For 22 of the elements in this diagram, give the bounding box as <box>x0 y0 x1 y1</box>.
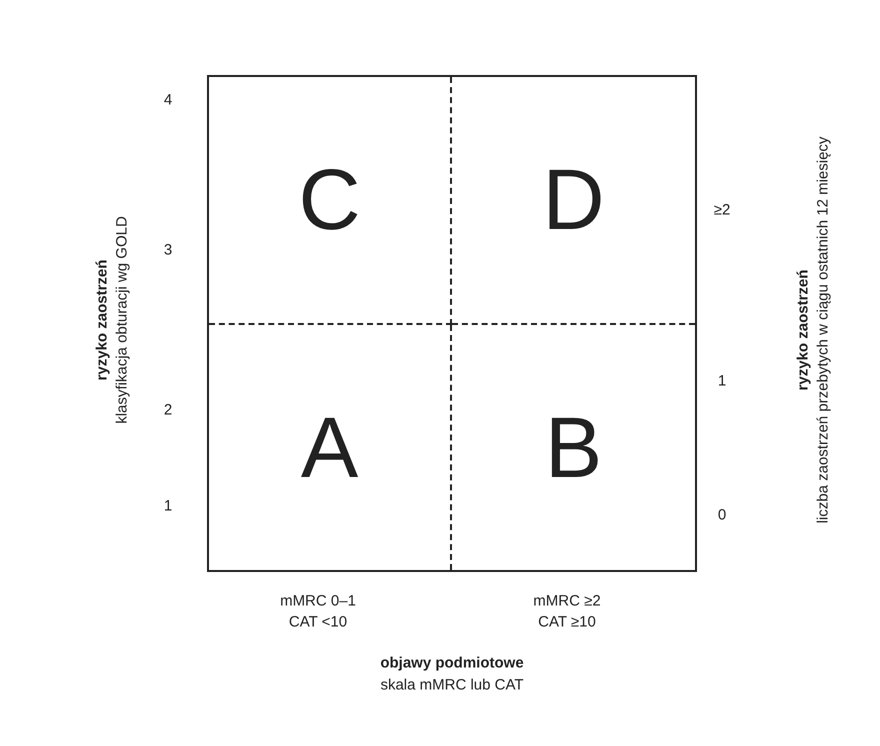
axis-title: ryzyko zaostrzeń <box>796 270 810 390</box>
tick-label: 1 <box>164 498 172 514</box>
axis-title: ryzyko zaostrzeń <box>94 260 110 380</box>
tick-label: CAT <10 <box>288 614 348 630</box>
tick-label: CAT ≥10 <box>538 614 596 630</box>
quadrant-letter: D <box>542 157 605 243</box>
quadrant-letter: A <box>300 404 358 490</box>
quadrant-letter: B <box>544 404 602 490</box>
tick-label: 0 <box>718 508 726 522</box>
tick-label: 1 <box>718 374 726 388</box>
axis-subtitle: skala mMRC lub CAT <box>380 678 524 692</box>
tick-label: ≥2 <box>714 202 730 218</box>
tick-label: 4 <box>164 92 172 108</box>
quadrant-letter: C <box>298 157 361 243</box>
tick-label: 3 <box>164 242 172 258</box>
axis-subtitle: liczba zaostrzeń przebytych w ciągu ostatnich 12 miesięcy <box>816 136 830 524</box>
tick-label: mMRC ≥2 <box>533 594 601 608</box>
tick-label: 2 <box>164 402 172 418</box>
axis-subtitle: klasyfikacja obturacji wg GOLD <box>114 216 130 424</box>
quadrant-cell <box>209 77 452 325</box>
tick-label: mMRC 0–1 <box>280 594 356 608</box>
axis-title: objawy podmiotowe <box>380 656 524 670</box>
